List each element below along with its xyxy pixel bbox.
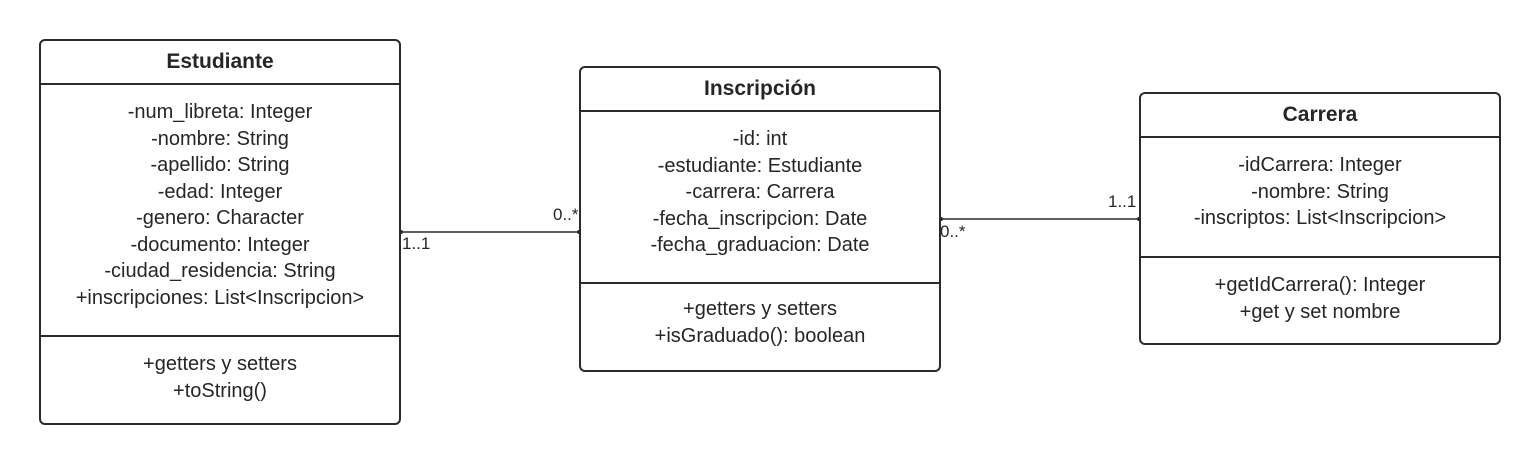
attribute-line: -num_libreta: Integer <box>127 101 313 123</box>
multiplicity-label: 0..* <box>940 222 966 241</box>
class-name: Carrera <box>1141 94 1499 138</box>
operation-line: +getters y setters <box>683 298 837 320</box>
class-estudiante[interactable]: Estudiante -num_libreta: Integer -nombre:… <box>39 39 401 425</box>
operation-line: +get y set nombre <box>1239 300 1401 323</box>
attribute-line: -edad: Integer <box>157 180 283 203</box>
attribute-line: -genero: Character <box>136 207 304 229</box>
attribute-line: -estudiante: Estudiante <box>657 154 863 177</box>
operations-section: +getters y setters +isGraduado(): boolean <box>581 284 939 349</box>
operation-line: +getters y setters <box>143 353 297 375</box>
class-inscripcion[interactable]: Inscripción -id: int -estudiante: Estudia… <box>579 66 941 372</box>
class-carrera[interactable]: Carrera -idCarrera: Integer -nombre: Stri… <box>1139 92 1501 345</box>
operation-line: +isGraduado(): boolean <box>654 324 866 347</box>
operation-line: +toString() <box>173 379 267 402</box>
attribute-line: -ciudad_residencia: String <box>104 260 336 282</box>
attributes-section: -num_libreta: Integer -nombre: String -ape… <box>41 85 399 337</box>
attribute-line: +inscripciones: List<Inscripcion> <box>75 286 365 309</box>
attribute-line: -id: int <box>732 128 788 150</box>
attribute-line: -apellido: String <box>150 154 290 176</box>
attribute-line: -idCarrera: Integer <box>1238 154 1402 176</box>
attributes-section: -idCarrera: Integer -nombre: String -inscr… <box>1141 138 1499 258</box>
multiplicity-label: 0..* <box>553 205 579 224</box>
multiplicity-label: 1..1 <box>1108 192 1137 211</box>
class-name: Estudiante <box>41 41 399 85</box>
attribute-line: -inscriptos: List<Inscripcion> <box>1193 207 1447 229</box>
class-name: Inscripción <box>581 68 939 112</box>
attribute-line: -fecha_graduacion: Date <box>650 234 870 256</box>
operation-line: +getIdCarrera(): Integer <box>1214 274 1426 296</box>
attribute-line: -nombre: String <box>151 127 289 150</box>
attributes-section: -id: int -estudiante: Estudiante -carrera:… <box>581 112 939 284</box>
attribute-line: -documento: Integer <box>130 233 310 256</box>
attribute-line: -carrera: Carrera <box>685 181 835 203</box>
attribute-line: -nombre: String <box>1251 180 1389 203</box>
multiplicity-label: 1..1 <box>402 234 431 253</box>
operations-section: +getters y setters +toString() <box>41 337 399 404</box>
operations-section: +getIdCarrera(): Integer +get y set nombr… <box>1141 258 1499 325</box>
attribute-line: -fecha_inscripcion: Date <box>652 207 868 230</box>
